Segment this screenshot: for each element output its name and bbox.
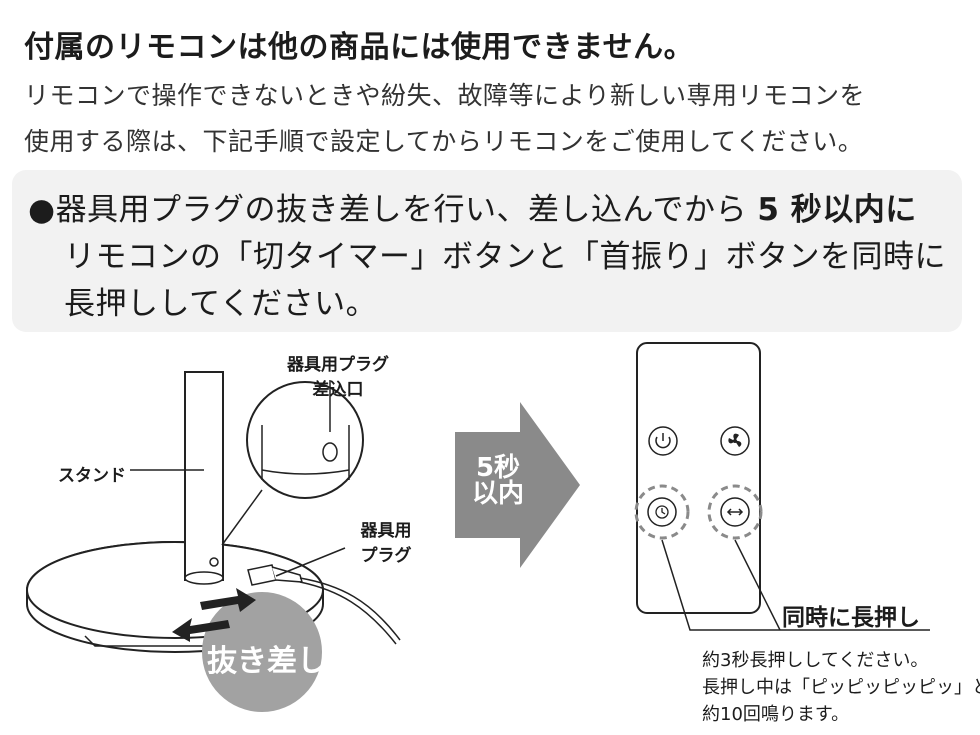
stand-label: スタンド	[58, 466, 126, 486]
instruction-line-3: 長押ししてください。	[64, 286, 378, 322]
arrow-label-line-2: 以内	[471, 479, 524, 509]
instruction-line-1: ●器具用プラグの抜き差しを行い、差し込んでから 5 秒以内に	[28, 184, 917, 229]
insert-remove-circle	[202, 592, 322, 712]
plug-port-label-line-1: 器具用プラグ	[287, 355, 389, 375]
instruction-line-1-text: 器具用プラグの抜き差しを行い、差し込んでから	[55, 192, 748, 228]
plug-port-label-line-2: 差込口	[312, 380, 364, 400]
page-heading: 付属のリモコンは他の商品には使用できません。	[24, 30, 695, 65]
arrow-label: 5秒 以内	[462, 455, 534, 507]
instruction-emphasis: 5 秒以内に	[757, 192, 917, 228]
instruction-box	[12, 170, 962, 332]
simultaneous-press-label: 同時に長押し	[782, 605, 920, 631]
plug-port-label: 器具用プラグ 差込口	[268, 350, 408, 400]
bullet-icon: ●	[28, 192, 56, 228]
body-line-2: 使用する際は、下記手順で設定してからリモコンをご使用してください。	[24, 127, 864, 156]
insert-remove-label: 抜き差し	[207, 644, 327, 679]
zoom-circle	[221, 380, 364, 546]
arrow-label-line-1: 5秒	[475, 453, 521, 483]
instruction-line-2: リモコンの「切タイマー」ボタンと「首振り」ボタンを同時に	[64, 239, 946, 275]
plug-illustration	[247, 547, 401, 645]
double-arrow-icon	[172, 588, 256, 642]
caption-line-2: 長押し中は「ピッピッピッピッ」と	[702, 677, 980, 698]
plug-label-line-1: 器具用	[360, 521, 412, 541]
remote-control	[634, 342, 930, 631]
plug-label: 器具用 プラグ	[346, 516, 426, 566]
plug-label-line-2: プラグ	[360, 546, 412, 566]
big-arrow	[455, 402, 580, 568]
body-line-1: リモコンで操作できないときや紛失、故障等により新しい専用リモコンを	[24, 81, 866, 110]
caption-line-3: 約10回鳴ります。	[702, 704, 850, 725]
caption-line-1: 約3秒長押ししてください。	[702, 650, 929, 671]
